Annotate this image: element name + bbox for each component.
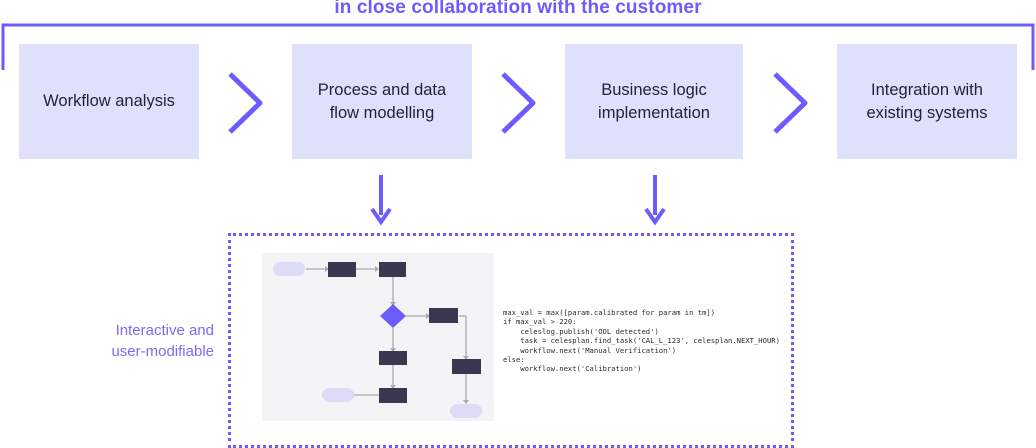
step-label: Process and data flow modelling — [317, 80, 447, 122]
flow-start-node — [273, 262, 305, 276]
collaboration-bracket — [1, 23, 1035, 70]
step-process-modelling: Process and data flow modelling — [292, 44, 472, 159]
step-business-logic: Business logic implementation — [565, 44, 743, 159]
flow-diagram — [273, 262, 482, 418]
flow-task-node — [328, 262, 356, 277]
step-label: Business logic implementation — [598, 80, 710, 122]
flow-task-node — [379, 388, 407, 403]
interactive-label: Interactive and user-modifiable — [111, 322, 214, 360]
collaboration-banner: in close collaboration with the customer — [334, 0, 702, 18]
flow-diagram-panel — [262, 253, 494, 421]
arrow-down-icon — [370, 175, 392, 226]
step-integration: Integration with existing systems — [837, 44, 1017, 159]
flow-task-node — [379, 262, 406, 277]
flow-task-node — [429, 308, 458, 323]
flow-task-node — [452, 359, 481, 374]
step-workflow-analysis: Workflow analysis — [19, 44, 199, 159]
flow-decision-node — [380, 304, 406, 328]
chevron-right-icon — [501, 72, 536, 134]
flow-end-node — [450, 404, 482, 418]
step-label: Workflow analysis — [43, 92, 175, 110]
chevron-right-icon — [773, 72, 808, 134]
step-label: Integration with existing systems — [866, 80, 988, 122]
code-snippet: max_val = max([param.calibrated for para… — [503, 308, 780, 374]
flow-end-node — [322, 388, 354, 402]
arrow-down-icon — [644, 175, 666, 226]
chevron-right-icon — [228, 72, 263, 134]
flow-task-node — [379, 351, 407, 365]
